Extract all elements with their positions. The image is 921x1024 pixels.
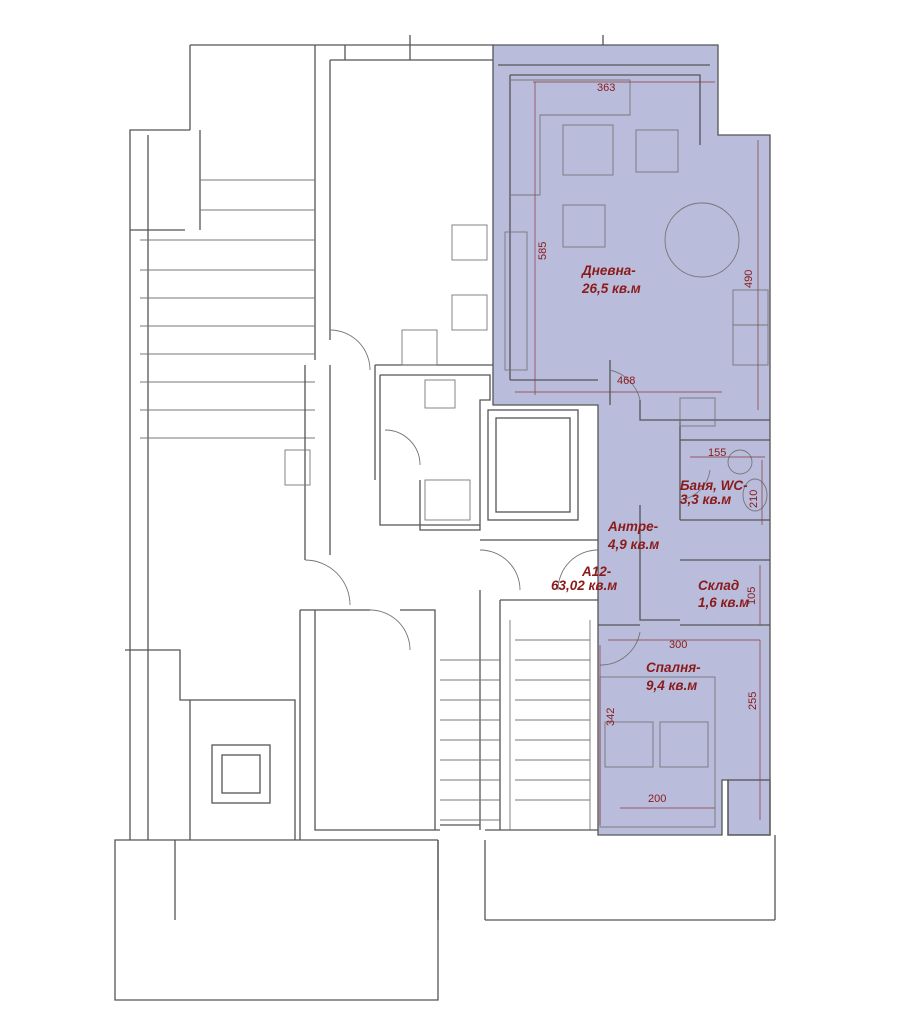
apartment-name: А12- [581,564,612,579]
room-name-storage: Склад [698,578,739,593]
dim-210: 210 [748,490,760,508]
dim-490: 490 [743,270,755,288]
room-area-hall: 4,9 кв.м [607,537,659,552]
dim-585: 585 [537,242,549,260]
dim-342: 342 [605,708,617,726]
apartment-interior [498,64,770,828]
apartment-area: 63,02 кв.м [551,578,617,593]
room-area-bedroom: 9,4 кв.м [646,678,697,693]
room-name-bathroom: Баня, WC- [680,478,748,493]
room-name-hall: Антре- [607,519,659,534]
dim-300: 300 [669,639,687,651]
room-area-living: 26,5 кв.м [581,281,641,296]
dim-105: 105 [746,587,758,605]
dim-468: 468 [617,375,635,387]
building-walls [114,35,776,1001]
room-name-living: Дневна- [581,263,636,278]
room-area-bathroom: 3,3 кв.м [680,492,731,507]
dim-155: 155 [708,447,726,459]
dim-200: 200 [648,793,666,805]
room-name-bedroom: Спалня- [646,660,701,675]
room-area-storage: 1,6 кв.м [698,595,749,610]
dim-255: 255 [747,692,759,710]
dim-363: 363 [597,82,615,94]
